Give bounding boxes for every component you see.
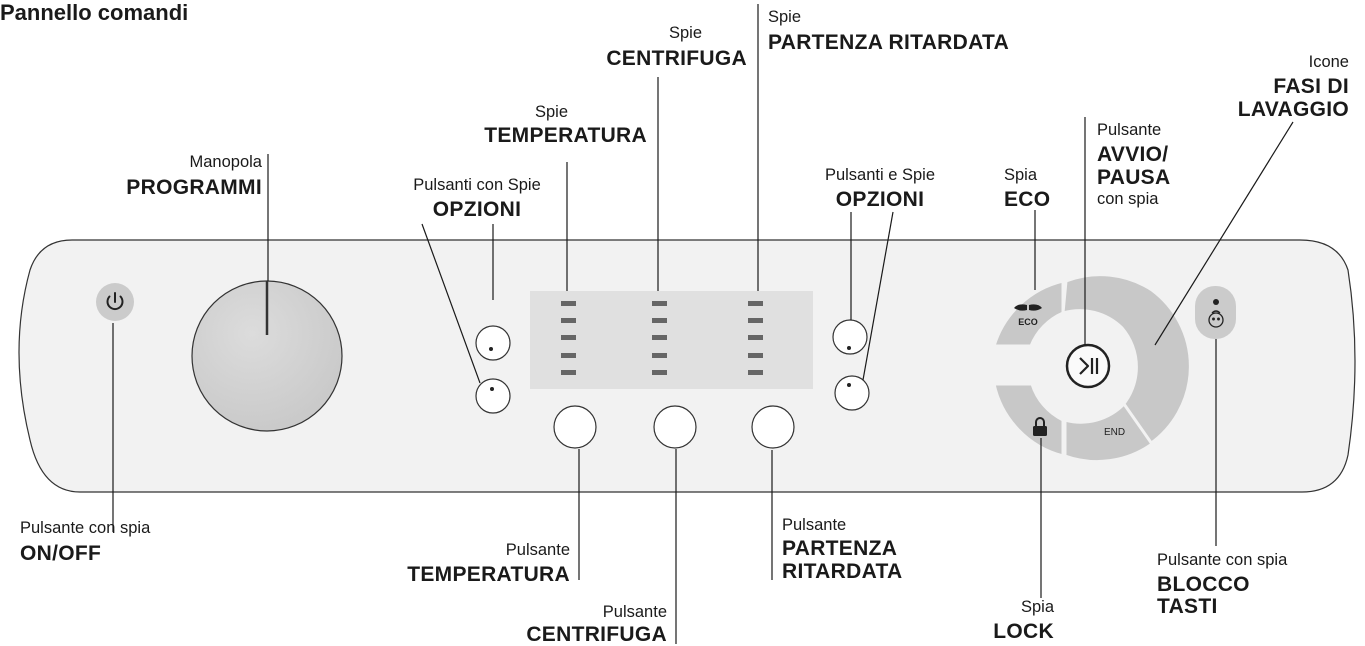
label-spie-partenza-small: Spie bbox=[768, 8, 802, 26]
label-avvio-bold2: PAUSA bbox=[1097, 166, 1171, 189]
label-spie-temperatura-bold: TEMPERATURA bbox=[484, 124, 647, 147]
label-avvio-bold1: AVVIO/ bbox=[1097, 143, 1169, 166]
temperature-button[interactable] bbox=[553, 405, 597, 449]
label-blocco-bold1: BLOCCO bbox=[1157, 573, 1250, 596]
label-opzioni-right-small: Pulsanti e Spie bbox=[824, 166, 936, 184]
label-opzioni-right-bold: OPZIONI bbox=[835, 188, 925, 211]
led-column-spin bbox=[652, 301, 667, 375]
child-lock-button[interactable] bbox=[1195, 286, 1236, 339]
label-puls-partenza-small: Pulsante bbox=[782, 516, 847, 534]
start-pause-button[interactable] bbox=[1065, 343, 1111, 389]
program-knob[interactable] bbox=[191, 280, 343, 432]
power-icon bbox=[106, 292, 124, 311]
option-button-left-bottom[interactable] bbox=[475, 378, 511, 414]
label-avvio-small: Pulsante bbox=[1097, 121, 1162, 139]
label-opzioni-left-small: Pulsanti con Spie bbox=[413, 176, 541, 194]
label-spie-partenza-bold: PARTENZA RITARDATA bbox=[768, 31, 1010, 54]
label-onoff-bold: ON/OFF bbox=[20, 542, 102, 565]
lock-segment bbox=[992, 382, 1065, 458]
label-programmi-bold: PROGRAMMI bbox=[126, 176, 262, 199]
label-puls-temperatura-small: Pulsante bbox=[505, 541, 570, 559]
eco-segment bbox=[991, 279, 1065, 348]
label-onoff-small: Pulsante con spia bbox=[20, 519, 151, 537]
end-segment bbox=[1063, 401, 1155, 464]
label-lock-bold: LOCK bbox=[993, 620, 1054, 643]
power-button[interactable] bbox=[96, 283, 134, 321]
label-puls-centrifuga-small: Pulsante bbox=[602, 603, 667, 621]
display-window bbox=[530, 291, 813, 389]
option-button-left-top[interactable] bbox=[475, 325, 511, 361]
svg-text:ECO: ECO bbox=[1018, 317, 1038, 327]
label-puls-partenza-bold1: PARTENZA bbox=[782, 537, 898, 560]
label-fasi-bold2: LAVAGGIO bbox=[1237, 98, 1349, 121]
delay-start-button[interactable] bbox=[751, 405, 795, 449]
label-avvio-small2: con spia bbox=[1097, 190, 1159, 208]
label-puls-partenza-bold2: RITARDATA bbox=[782, 560, 903, 583]
spin-button[interactable] bbox=[653, 405, 697, 449]
padlock-icon bbox=[1033, 417, 1047, 436]
led-column-temperature bbox=[561, 301, 576, 375]
label-lock-small: Spia bbox=[1020, 598, 1054, 616]
page-title: Pannello comandi bbox=[0, 0, 189, 25]
play-pause-icon bbox=[1079, 357, 1099, 375]
eco-icon: ECO bbox=[1014, 304, 1042, 327]
label-blocco-bold2: TASTI bbox=[1157, 595, 1218, 618]
label-fasi-bold1: FASI DI bbox=[1273, 75, 1349, 98]
child-face-icon bbox=[1208, 310, 1224, 328]
label-opzioni-left-bold: OPZIONI bbox=[432, 198, 522, 221]
label-spie-centrifuga-bold: CENTRIFUGA bbox=[606, 47, 747, 70]
leader-lines bbox=[112, 4, 1294, 644]
label-eco-bold: ECO bbox=[1004, 188, 1051, 211]
label-fasi-small: Icone bbox=[1308, 53, 1349, 71]
label-puls-centrifuga-bold: CENTRIFUGA bbox=[526, 623, 667, 646]
end-icon-label: END bbox=[1104, 427, 1125, 438]
option-button-right-top[interactable] bbox=[832, 319, 868, 355]
label-programmi-small: Manopola bbox=[189, 153, 262, 171]
label-spie-temperatura-small: Spie bbox=[534, 103, 568, 121]
option-button-right-bottom[interactable] bbox=[834, 375, 870, 411]
led-column-delay bbox=[748, 301, 763, 375]
label-spie-centrifuga-small: Spie bbox=[668, 24, 702, 42]
label-puls-temperatura-bold: TEMPERATURA bbox=[407, 563, 570, 586]
label-blocco-small: Pulsante con spia bbox=[1157, 551, 1288, 569]
wash-phase-ring bbox=[991, 273, 1192, 464]
label-eco-small: Spia bbox=[1004, 166, 1038, 184]
